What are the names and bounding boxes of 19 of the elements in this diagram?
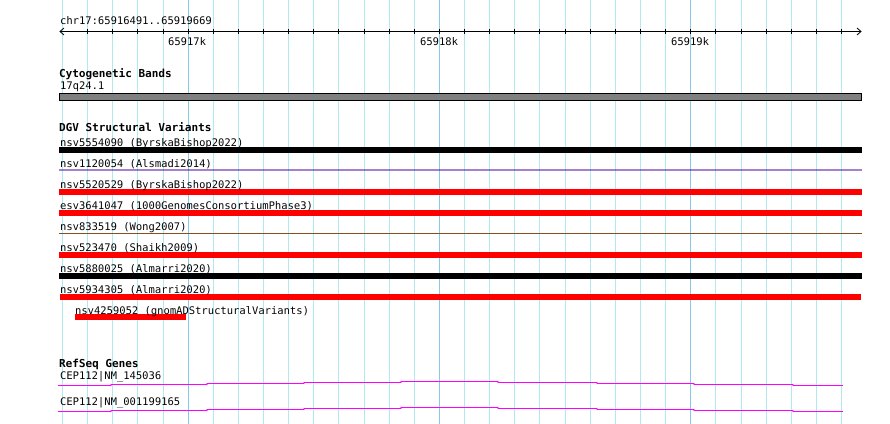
tick-label: 65917k (168, 36, 206, 48)
track-title: RefSeq Genes (59, 358, 138, 370)
variant-label: esv3641047 (1000GenomesConsortiumPhase3) (60, 200, 313, 212)
variant-label: nsv523470 (Shaikh2009) (60, 242, 200, 254)
variant-label: nsv1120054 (Alsmadi2014) (60, 158, 212, 170)
variant-label: nsv4259052 (gnomADStructuralVariants) (75, 305, 309, 317)
tick-label: 65918k (420, 36, 458, 48)
track-title: Cytogenetic Bands (59, 68, 172, 80)
variant-label: nsv833519 (Wong2007) (60, 221, 186, 233)
variant-label: nsv5880025 (Almarri2020) (60, 263, 212, 275)
gene-label: CEP112|NM_145036 (60, 370, 162, 382)
variant-label: nsv5554090 (ByrskaBishop2022) (60, 137, 244, 149)
variant-label: nsv5520529 (ByrskaBishop2022) (60, 179, 244, 191)
track-title: DGV Structural Variants (59, 122, 212, 134)
band-label: 17q24.1 (60, 80, 104, 92)
variant-label: nsv5934305 (Almarri2020) (60, 284, 212, 296)
coordinate-label: chr17:65916491..65919669 (60, 15, 212, 27)
tick-label: 65919k (671, 36, 709, 48)
gene-label: CEP112|NM_001199165 (60, 396, 180, 408)
